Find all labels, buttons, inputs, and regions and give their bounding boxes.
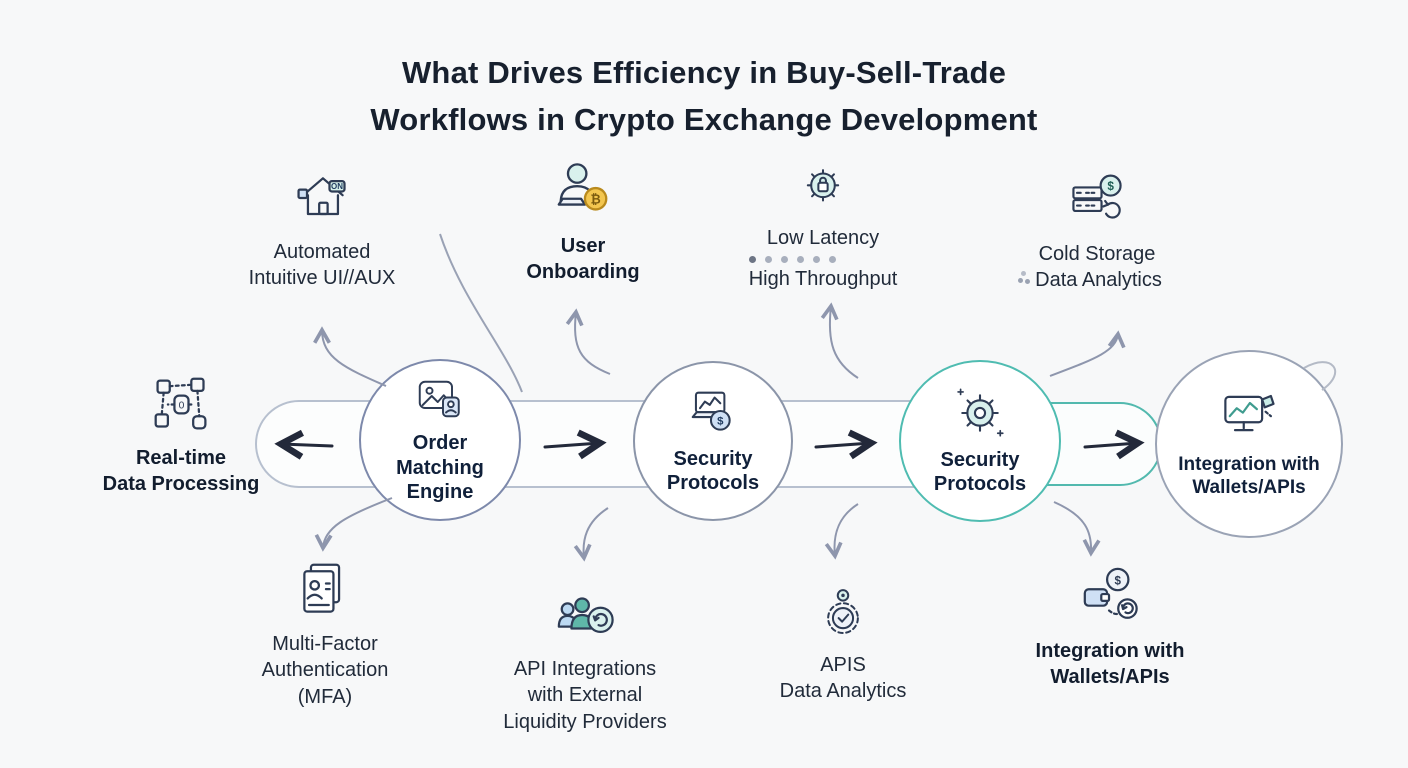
- connector-cold-storage: [1049, 330, 1126, 377]
- top-label-user-onboarding: ₿ User Onboarding: [498, 160, 668, 286]
- bitcoin-glyph: ₿: [590, 192, 600, 207]
- connector-low-latency: [820, 302, 859, 379]
- connector-user-onboarding: [565, 308, 611, 375]
- progress-dots: [748, 256, 898, 264]
- node-integration-wallets-apis: Integration with Wallets/APIs: [1155, 350, 1343, 538]
- title-line-2: Workflows in Crypto Exchange Development: [370, 101, 1038, 137]
- title-line-1: What Drives Efficiency in Buy-Sell-Trade: [401, 55, 1007, 90]
- verified-badge-icon: [815, 583, 871, 646]
- dots-cluster-icon: [1018, 271, 1031, 285]
- mfa-id-card-icon: [295, 560, 355, 625]
- top-label-text: User Onboarding: [526, 235, 640, 284]
- connector-api-integrations: [573, 507, 609, 562]
- connector-automated-ui: [313, 326, 387, 387]
- top-label-text: Automated Intuitive UI//AUX: [248, 241, 396, 290]
- bottom-label-apis-analytics: APIS Data Analytics: [743, 583, 943, 705]
- top-label-text: Low Latency High Throughput: [748, 227, 898, 291]
- connector-integration-wallets: [1053, 501, 1101, 557]
- integration-monitor-icon: [1221, 389, 1277, 450]
- on-glyph: ON: [331, 182, 343, 191]
- bottom-label-integration-wallets: $ Integration with Wallets/APIs: [1005, 565, 1215, 691]
- top-label-automated-ui: ON Automated Intuitive UI//AUX: [212, 168, 432, 292]
- dollar-glyph: $: [1115, 574, 1122, 587]
- top-label-cold-storage: $ Cold Storage Data Analytics: [992, 172, 1202, 294]
- node-label: Integration with Wallets/APIs: [1178, 453, 1320, 498]
- zero-glyph: 0: [179, 401, 185, 412]
- node-security-protocols-1: $ Security Protocols: [633, 361, 793, 521]
- order-matching-icon: [416, 375, 464, 428]
- dollar-glyph: $: [717, 415, 724, 427]
- start-node-label: Real-time Data Processing: [102, 447, 260, 496]
- connector-mfa: [314, 497, 393, 552]
- node-order-matching-engine: Order Matching Engine: [359, 359, 521, 521]
- bottom-label-text: Multi-Factor Authentication (MFA): [261, 633, 389, 708]
- top-label-text: Cold Storage Data Analytics: [1018, 241, 1162, 294]
- bottom-label-mfa: Multi-Factor Authentication (MFA): [220, 560, 430, 710]
- bottom-label-api-integrations: API Integrations with External Liquidity…: [480, 583, 690, 735]
- top-label-low-latency: Low Latency High Throughput: [718, 160, 928, 293]
- low-latency-gear-lock-icon: [796, 160, 850, 219]
- node-label: Security Protocols: [933, 448, 1027, 495]
- node-security-protocols-2: Security Protocols: [899, 360, 1061, 522]
- node-label: Security Protocols: [666, 447, 760, 494]
- bottom-label-text: API Integrations with External Liquidity…: [503, 658, 667, 733]
- automated-ui-house-icon: ON: [292, 168, 352, 233]
- connector-apis-analytics: [824, 503, 859, 560]
- realtime-data-icon: 0: [151, 374, 211, 439]
- wallet-coins-icon: $: [1078, 565, 1142, 632]
- security-laptop-icon: $: [687, 387, 739, 444]
- dollar-glyph: $: [1107, 180, 1114, 193]
- user-onboarding-icon: ₿: [552, 160, 614, 227]
- bottom-label-text: APIS Data Analytics: [779, 654, 907, 703]
- security-gear-icon: [953, 386, 1007, 445]
- bottom-label-text: Integration with Wallets/APIs: [1035, 640, 1185, 689]
- cold-storage-icon: $: [1068, 172, 1126, 235]
- start-node-realtime-data: 0 Real-time Data Processing: [76, 374, 286, 498]
- page-title: What Drives Efficiency in Buy-Sell-Trade…: [0, 50, 1408, 143]
- api-liquidity-providers-icon: [553, 583, 617, 650]
- node-label: Order Matching Engine: [396, 432, 484, 504]
